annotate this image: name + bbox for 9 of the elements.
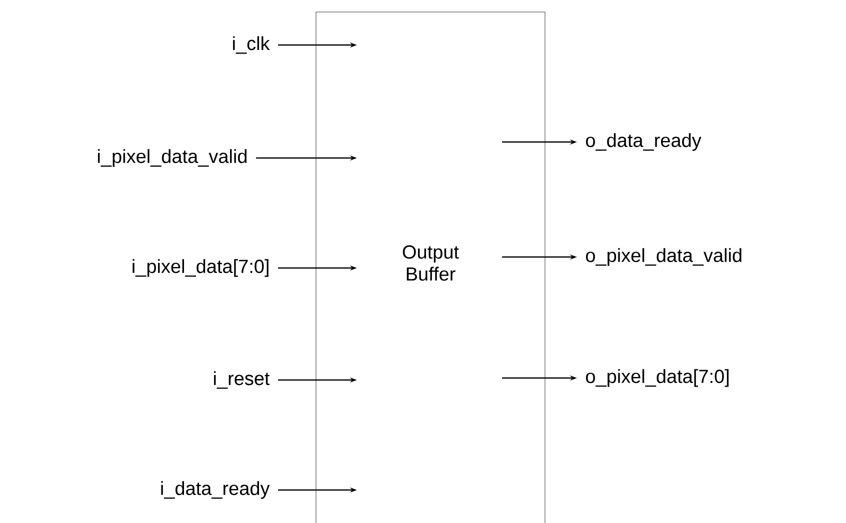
signal-label: o_pixel_data[7:0]: [586, 369, 729, 387]
signal-label: i_pixel_data[7:0]: [132, 259, 268, 277]
signal-label: i_clk: [233, 36, 270, 54]
signal-label: i_data_ready: [161, 481, 270, 499]
block-box: Output Buffer: [316, 12, 546, 523]
signal-label: i_reset: [214, 371, 270, 389]
signal-label: i_pixel_data_valid: [98, 149, 247, 167]
signal-label: o_data_ready: [586, 133, 702, 151]
signal-label: o_pixel_data_valid: [586, 248, 742, 266]
